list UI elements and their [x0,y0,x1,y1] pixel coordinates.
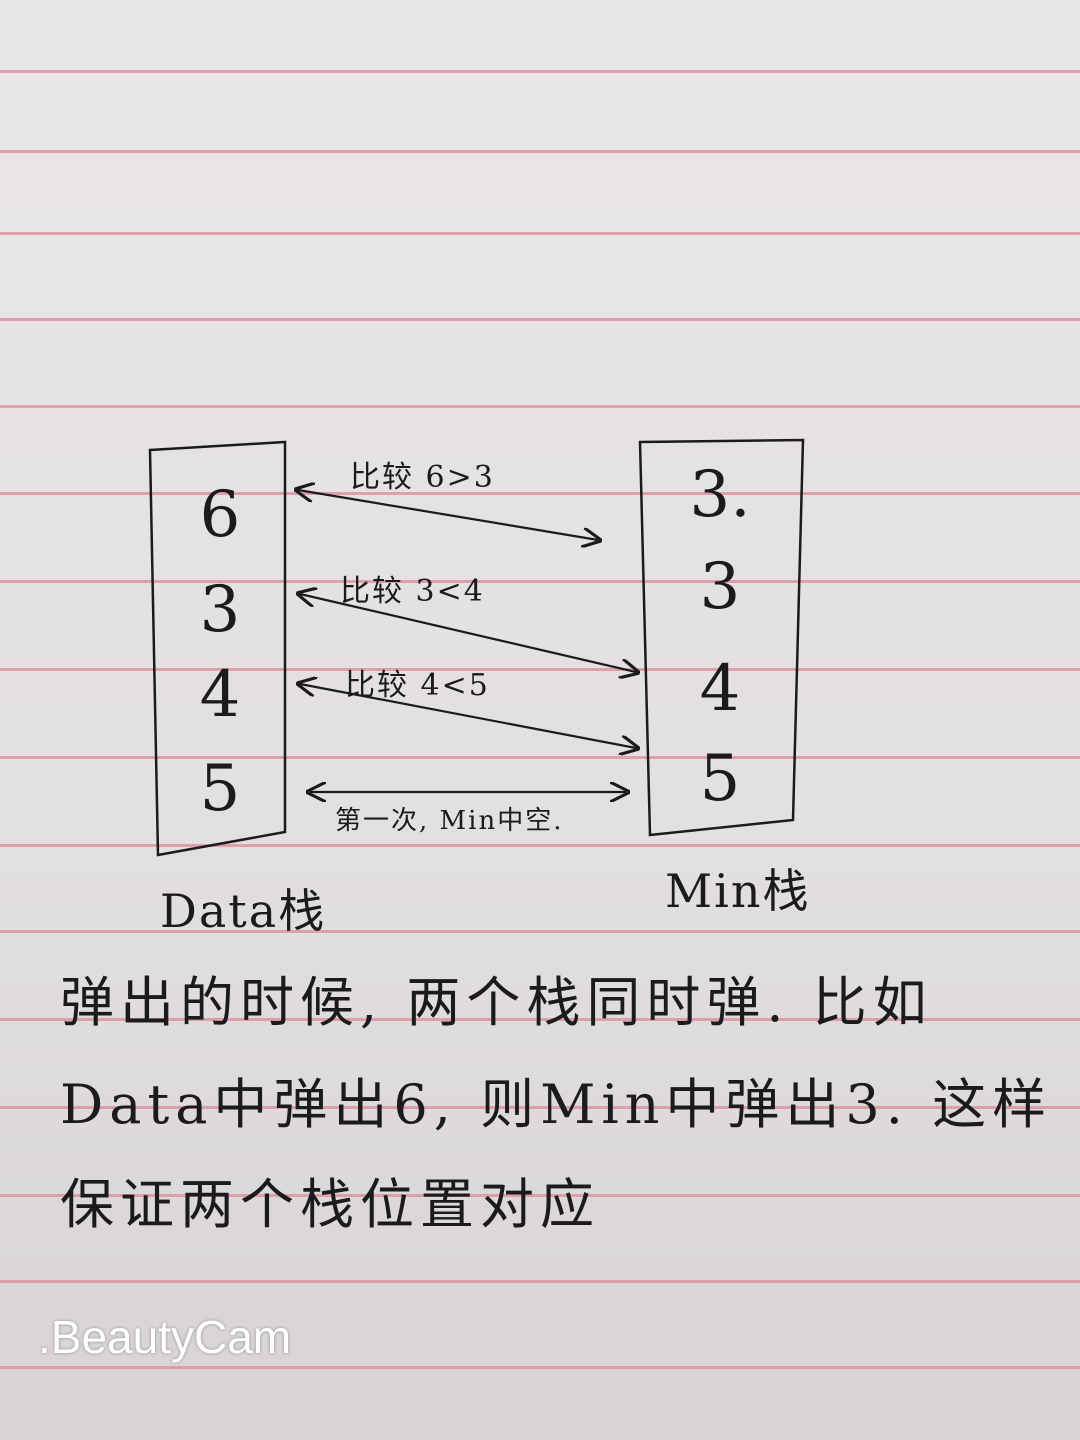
min-stack-box [638,438,805,837]
data-stack-cell: 3 [199,573,241,647]
ruled-line [0,1106,1080,1109]
comparison-label: 比较 4<5 [345,668,490,703]
ruled-line [0,150,1080,153]
ruled-line [0,844,1080,847]
ruled-line [0,1366,1080,1369]
ruled-line [0,580,1080,583]
min-stack-cell: 3. [689,458,751,532]
watermark: .BeautyCam [38,1311,292,1363]
comparison-label: 第一次, Min中空. [335,806,564,836]
compare-arrow [298,490,598,540]
ruled-line [0,405,1080,408]
ruled-line [0,1018,1080,1021]
comparison-label: 比较 3<4 [340,574,485,609]
note-line: 保证两个栈位置对应 [60,1173,600,1236]
ruled-line [0,756,1080,759]
compare-arrow [300,594,636,672]
data-stack-cell: 4 [199,658,241,732]
data-stack-cell: 5 [199,752,241,826]
note-line: Data中弹出6, 则Min中弹出3. 这样 [60,1073,1053,1136]
ruled-line [0,1194,1080,1197]
comparison-label: 比较 6>3 [350,460,495,495]
ruled-line [0,1280,1080,1283]
ruled-line [0,930,1080,933]
ruled-line [0,318,1080,321]
min-stack-cell: 4 [699,652,741,726]
data-stack-cell: 6 [199,478,241,552]
note-line: 弹出的时候, 两个栈同时弹. 比如 [60,971,933,1034]
min-stack-cell: 3 [699,550,741,624]
compare-arrow [300,684,636,748]
ruled-line [0,232,1080,235]
ruled-line [0,70,1080,73]
data-stack-label: Data栈 [160,884,327,938]
min-stack-cell: 5 [699,742,741,816]
min-stack-label: Min栈 [665,864,811,918]
data-stack-box [148,440,287,857]
